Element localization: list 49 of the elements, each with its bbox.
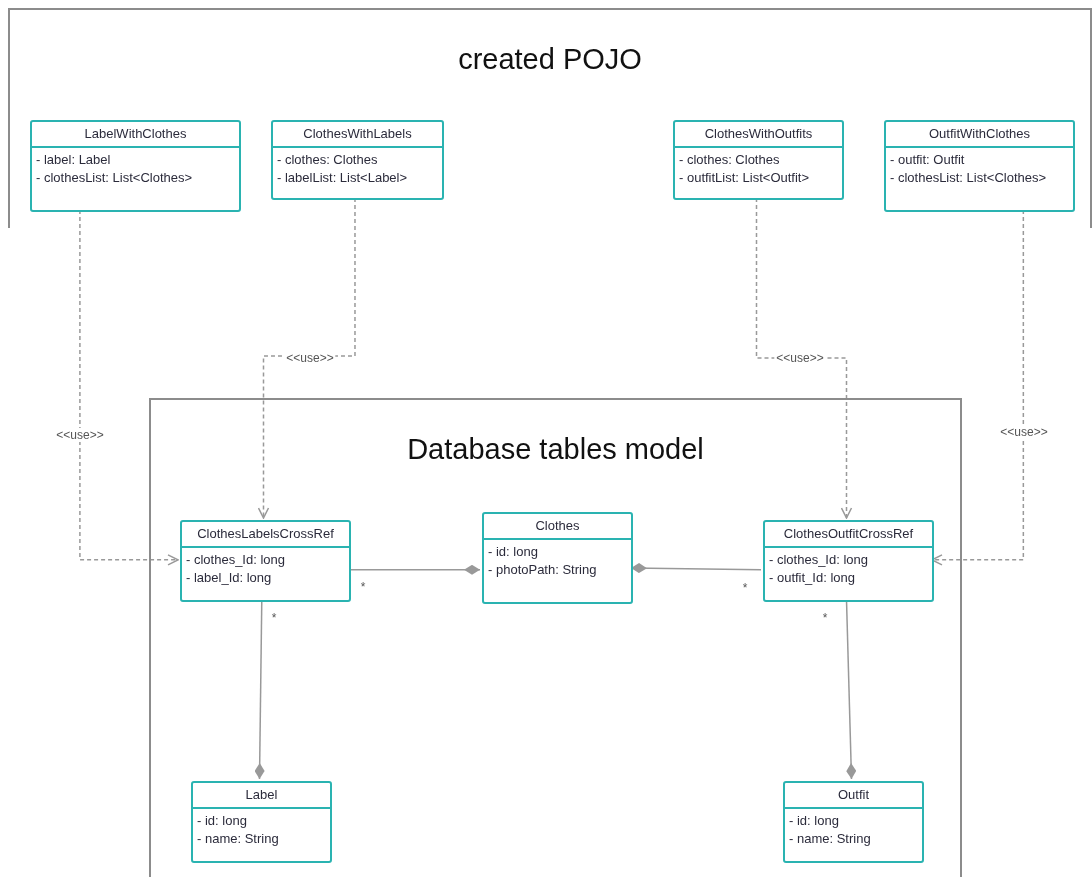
attribute-text: - id: long — [197, 812, 247, 830]
frame-title: created POJO — [457, 42, 643, 77]
attribute-text: - name: String — [197, 830, 279, 848]
attribute-text: - label: Label — [36, 151, 111, 169]
frame — [149, 398, 962, 877]
class-name: Outfit — [837, 786, 870, 805]
class-box — [30, 120, 241, 212]
class-box — [482, 512, 633, 604]
attribute-text: - id: long — [789, 812, 839, 830]
class-name: OutfitWithClothes — [928, 125, 1031, 144]
attribute-text: - clothes: Clothes — [679, 151, 780, 169]
class-name: LabelWithClothes — [84, 125, 187, 144]
stereotype-label: <<use>> — [998, 425, 1050, 439]
composition-line — [254, 599, 265, 780]
dependency-arrow — [257, 197, 356, 519]
class-name: Clothes — [535, 517, 580, 536]
class-box — [271, 120, 444, 200]
attribute-text: - clothes: Clothes — [277, 151, 378, 169]
dependency-arrow — [79, 209, 179, 566]
attribute-text: - label_Id: long — [186, 569, 272, 587]
attribute-text: - clothesList: List<Clothes> — [36, 169, 193, 187]
frame-title: Database tables model — [406, 432, 705, 467]
attribute-text: - id: long — [488, 543, 538, 561]
composition-line — [845, 599, 857, 780]
class-box — [673, 120, 844, 200]
attribute-text: - outfit_Id: long — [769, 569, 855, 587]
class-name: ClothesWithLabels — [303, 125, 412, 144]
attribute-text: - photoPath: String — [488, 561, 597, 579]
class-box — [180, 520, 351, 602]
attribute-text: - clothes_Id: long — [186, 551, 285, 569]
class-box — [783, 781, 924, 863]
class-box — [191, 781, 332, 863]
attribute-text: - labelList: List<Label> — [277, 169, 408, 187]
frame — [8, 8, 1092, 228]
class-box — [884, 120, 1075, 212]
attribute-text: - clothesList: List<Clothes> — [890, 169, 1047, 187]
class-name: Label — [245, 786, 278, 805]
attribute-text: - outfitList: List<Outfit> — [679, 169, 810, 187]
stereotype-label: <<use>> — [774, 351, 826, 365]
attribute-text: - outfit: Outfit — [890, 151, 965, 169]
stereotype-label: <<use>> — [54, 428, 106, 442]
dependency-arrow — [755, 197, 853, 519]
stereotype-label: <<use>> — [284, 351, 336, 365]
attribute-text: - name: String — [789, 830, 871, 848]
attribute-text: - clothes_Id: long — [769, 551, 868, 569]
class-name: ClothesWithOutfits — [704, 125, 813, 144]
class-name: ClothesOutfitCrossRef — [783, 525, 914, 544]
class-name: ClothesLabelsCrossRef — [197, 525, 334, 544]
class-box — [763, 520, 934, 602]
